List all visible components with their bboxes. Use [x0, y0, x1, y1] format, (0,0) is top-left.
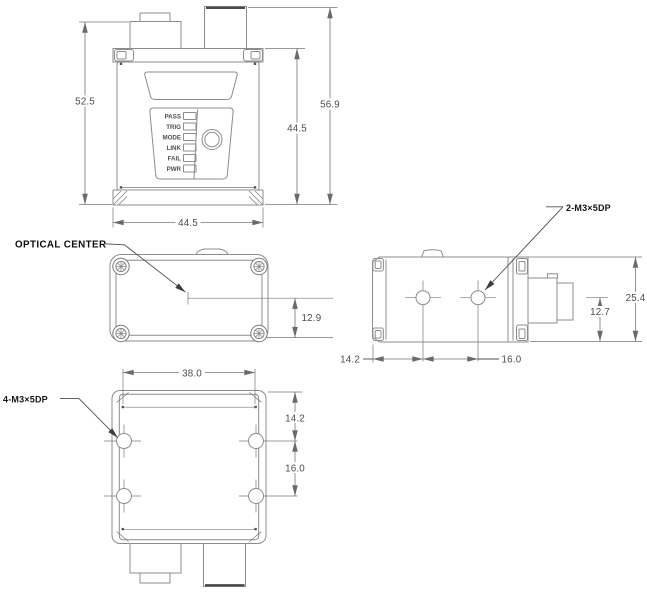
led-label-pwr: PWR — [167, 166, 182, 173]
side-mounting-holes — [405, 280, 496, 362]
bottom-connector-left — [129, 543, 182, 584]
front-connector-right — [204, 6, 247, 50]
led-indicator-pwr — [183, 164, 197, 173]
side-view-dome — [420, 249, 445, 258]
bottom-holes-label: 4-M3×5DP — [3, 394, 48, 404]
led-label-link: LINK — [167, 145, 182, 152]
front-window — [144, 71, 238, 100]
corner-screw — [250, 324, 268, 343]
led-indicator-link — [183, 143, 197, 152]
bottom-view-dimensions: 38.0 14.2 16.0 — [122, 367, 309, 496]
dim-bottom-hole-spacing-x: 38.0 — [182, 368, 202, 379]
optical-center-callout: OPTICAL CENTER — [15, 240, 186, 293]
front-led-panel: PASS TRIG MODE LINK FAIL PWR — [149, 107, 234, 180]
top-view-inner-edge — [115, 259, 263, 336]
front-view: PASS TRIG MODE LINK FAIL PWR 52.5 56.9 4… — [72, 6, 343, 229]
dim-front-height-left: 52.5 — [75, 97, 95, 108]
dim-front-height-body: 44.5 — [287, 124, 307, 135]
dim-bottom-hole-spacing-y: 16.0 — [285, 463, 305, 474]
side-view-connector — [527, 273, 574, 324]
dim-top-optical-offset: 12.9 — [302, 313, 322, 324]
led-indicator-pass — [183, 112, 197, 120]
corner-screw — [112, 324, 130, 343]
bottom-view: 38.0 14.2 16.0 4-M3×5DP — [3, 367, 309, 587]
led-label-pass: PASS — [165, 113, 181, 120]
mounting-hole — [248, 433, 264, 449]
front-bottom-flange — [112, 189, 264, 206]
mounting-hole — [116, 433, 132, 449]
mounting-hole — [116, 488, 132, 504]
bottom-holes-callout: 4-M3×5DP — [3, 394, 119, 439]
optical-center-label: OPTICAL CENTER — [15, 240, 106, 251]
bottom-mounting-holes — [104, 424, 298, 513]
dim-side-edge-to-hole: 14.2 — [340, 354, 360, 365]
led-indicator-trig — [183, 122, 197, 131]
bottom-view-body — [111, 390, 267, 544]
front-dimensions: 52.5 56.9 44.5 44.5 — [72, 7, 343, 229]
side-holes-callout: 2-M3×5DP — [484, 203, 611, 291]
led-label-trig: TRIG — [166, 124, 181, 131]
bottom-connector-right — [203, 543, 246, 587]
led-indicator-fail — [183, 154, 197, 162]
dim-side-hole-to-base: 12.7 — [590, 307, 610, 318]
side-view: 25.4 12.7 14.2 16.0 2-M3×5DP — [340, 203, 647, 365]
front-connector-left — [129, 12, 182, 50]
dim-front-height-overall: 56.9 — [320, 100, 340, 111]
optical-center-mark — [187, 292, 333, 305]
chamfer-hatch-right — [248, 190, 263, 205]
corner-screw — [112, 257, 130, 276]
side-view-dimensions: 25.4 12.7 14.2 16.0 — [340, 256, 647, 365]
led-label-mode: MODE — [162, 134, 181, 141]
dim-side-height-overall: 25.4 — [626, 293, 646, 304]
side-view-corner-tabs — [372, 258, 528, 341]
front-button-inner — [204, 131, 220, 148]
mounting-hole — [470, 290, 486, 306]
front-button-outer — [201, 129, 223, 150]
top-view: 12.9 OPTICAL CENTER — [15, 240, 333, 343]
chamfer-hatch-left — [113, 190, 128, 205]
side-holes-label: 2-M3×5DP — [566, 203, 611, 213]
mounting-hole — [415, 290, 431, 306]
mounting-hole — [248, 488, 264, 504]
top-view-dome — [195, 248, 229, 256]
top-view-body — [109, 254, 269, 342]
led-indicator-mode — [183, 133, 197, 141]
dim-side-hole-spacing: 16.0 — [502, 354, 522, 365]
corner-screw — [250, 257, 268, 276]
dim-bottom-top-to-hole: 14.2 — [285, 413, 305, 424]
front-top-flange — [112, 48, 264, 63]
top-view-dimensions: 12.9 — [266, 298, 333, 338]
led-label-fail: FAIL — [168, 155, 182, 162]
dim-front-width-body: 44.5 — [178, 218, 198, 229]
side-view-body — [372, 256, 509, 343]
